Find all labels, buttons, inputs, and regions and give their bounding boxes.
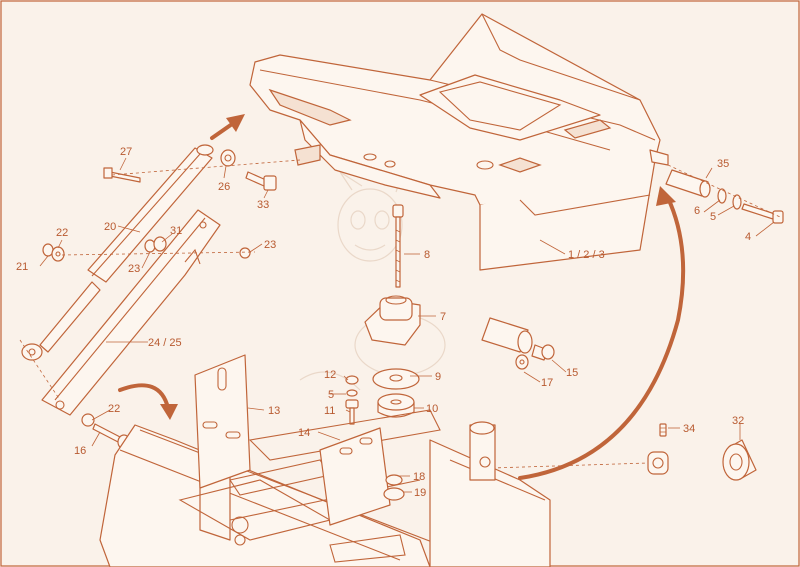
label-7: 7: [440, 311, 446, 323]
rubber-bushing-10: [377, 393, 415, 418]
label-14: 14: [298, 427, 310, 439]
label-19: 19: [414, 487, 426, 499]
bracket-18-19: [319, 427, 405, 526]
small-hardware-12-5-11: [345, 375, 359, 425]
label-21: 21: [16, 261, 28, 273]
leader-lines: [39, 157, 775, 493]
assembly-arrow-left: [118, 383, 178, 420]
label-8: 8: [424, 249, 430, 261]
label-34: 34: [683, 423, 695, 435]
bracket-13: [194, 354, 251, 489]
label-35: 35: [717, 158, 729, 170]
roller-32: [722, 439, 757, 481]
label-4: 4: [745, 231, 751, 243]
label-15: 15: [566, 367, 578, 379]
gas-strut-20: [21, 144, 214, 361]
bolt-33: [245, 171, 277, 191]
main-mount-bracket: [249, 13, 669, 271]
label-5-center: 5: [328, 389, 334, 401]
bolt-4: [741, 203, 784, 224]
watermark-logo: [299, 169, 446, 391]
label-17: 17: [541, 377, 553, 389]
label-16: 16: [74, 445, 86, 457]
label-33: 33: [257, 199, 269, 211]
label-13: 13: [268, 405, 280, 417]
label-9: 9: [435, 371, 441, 383]
label-27: 27: [120, 146, 132, 158]
part-labels: 27 26 33 35 6 5 4 20 22 21 31 23 23 8 1 …: [16, 146, 751, 499]
label-6: 6: [694, 205, 700, 217]
label-23-left: 23: [128, 263, 140, 275]
label-12: 12: [324, 369, 336, 381]
washer-26: [220, 149, 236, 167]
bushing-15: [481, 317, 555, 361]
label-22-top: 22: [56, 227, 68, 239]
label-32: 32: [732, 415, 744, 427]
label-26: 26: [218, 181, 230, 193]
set-screw-34: [659, 423, 667, 437]
assembly-arrow-right: [518, 186, 686, 480]
label-20: 20: [104, 221, 116, 233]
label-22-bottom: 22: [108, 403, 120, 415]
label-24-25: 24 / 25: [148, 337, 182, 349]
washers-6-5: [717, 188, 742, 210]
assembly-arrow-top: [210, 114, 245, 140]
bolt-27: [103, 167, 141, 183]
washer-9: [372, 368, 420, 390]
stud-bolt-8: [392, 204, 404, 288]
swing-arm-24-25: [41, 209, 221, 416]
label-23-right: 23: [264, 239, 276, 251]
label-5-right: 5: [710, 211, 716, 223]
collar-34: [647, 451, 669, 475]
label-1-2-3: 1 / 2 / 3: [568, 249, 605, 261]
rubber-mount-7: [364, 295, 421, 346]
label-18: 18: [413, 471, 425, 483]
label-31: 31: [170, 225, 182, 237]
spacer-35: [665, 169, 711, 198]
washer-17: [515, 354, 529, 370]
label-11: 11: [324, 405, 335, 417]
label-10: 10: [426, 403, 438, 415]
